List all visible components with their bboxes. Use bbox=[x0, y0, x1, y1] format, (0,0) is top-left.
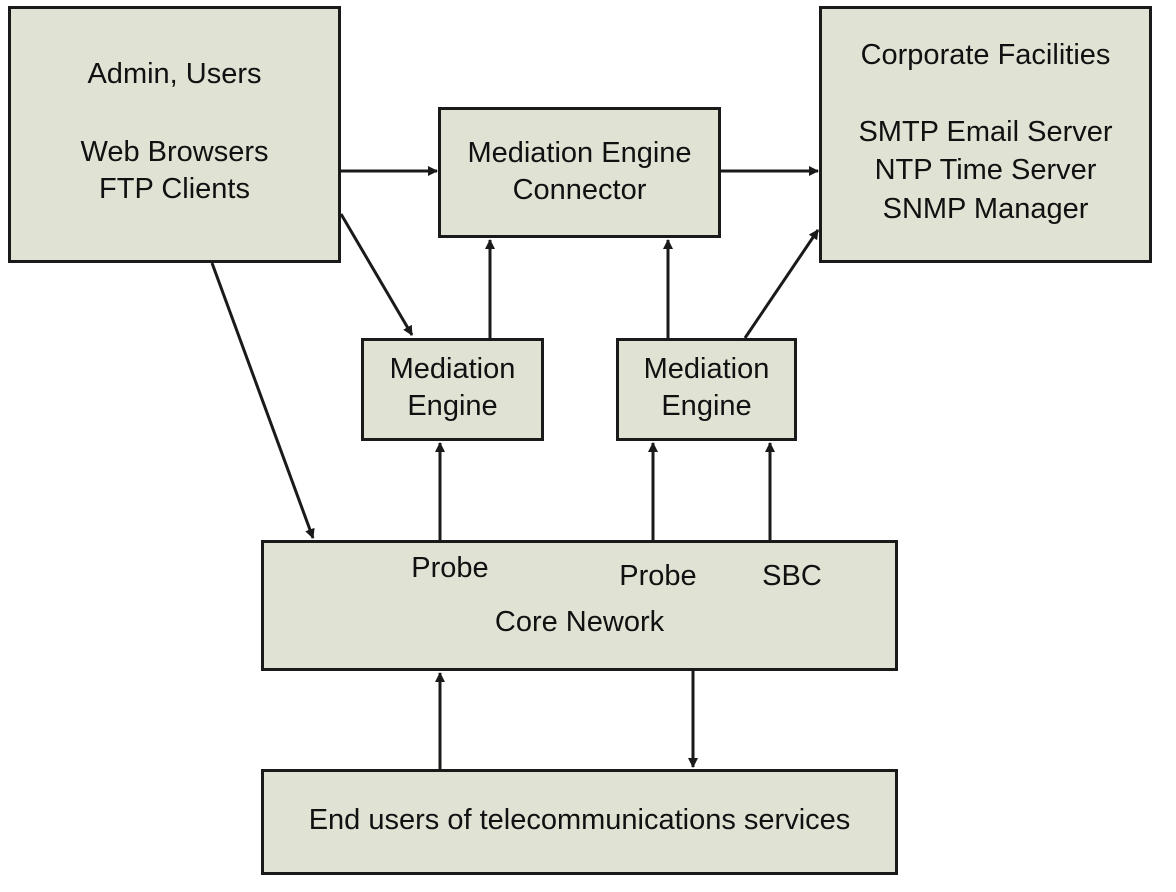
arrow-mediation-right-to-facilities bbox=[743, 229, 820, 339]
mediation-right-line1: Mediation bbox=[643, 353, 770, 385]
mediation-engine-right-box bbox=[616, 338, 797, 441]
mediation-engine-connector-box bbox=[438, 107, 721, 238]
admin-users-box bbox=[8, 6, 341, 263]
ftp-clients-label: FTP Clients bbox=[99, 173, 250, 205]
mediation-left-line1: Mediation bbox=[389, 353, 516, 385]
snmp-manager-label: SNMP Manager bbox=[882, 193, 1089, 225]
mediation-right-line2: Engine bbox=[661, 390, 752, 422]
end-users-box bbox=[261, 769, 898, 875]
sbc-label: SBC bbox=[762, 560, 822, 592]
web-browsers-label: Web Browsers bbox=[80, 136, 269, 168]
corporate-facilities-title: Corporate Facilities bbox=[860, 39, 1111, 71]
mediation-engine-left-box bbox=[361, 338, 544, 441]
admin-users-label: Admin, Users bbox=[87, 58, 262, 90]
smtp-email-server-label: SMTP Email Server bbox=[858, 116, 1113, 148]
probe-right-label: Probe bbox=[619, 560, 697, 592]
corporate-facilities-box bbox=[819, 6, 1152, 263]
ntp-time-server-label: NTP Time Server bbox=[874, 154, 1097, 186]
arrow-admin-to-mediation-left bbox=[339, 213, 414, 336]
mediation-left-line2: Engine bbox=[407, 390, 498, 422]
connector-line1: Mediation Engine bbox=[467, 137, 692, 169]
core-network-label: Core Nework bbox=[494, 606, 665, 638]
core-network-box bbox=[261, 540, 898, 671]
probe-left-label: Probe bbox=[411, 552, 489, 584]
arrow-admin-to-core bbox=[210, 262, 315, 539]
connector-line2: Connector bbox=[512, 174, 647, 206]
end-users-label: End users of telecommunications services bbox=[308, 804, 851, 836]
